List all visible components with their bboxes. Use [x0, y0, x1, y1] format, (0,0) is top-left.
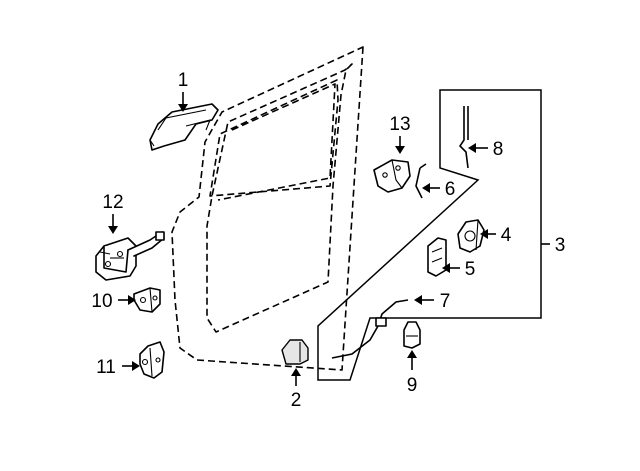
callout-12: 12 — [102, 192, 123, 213]
callout-5: 5 — [465, 259, 476, 280]
upper-hinge — [133, 287, 161, 313]
callout-3: 3 — [555, 235, 566, 256]
door-outline — [171, 46, 364, 371]
callout-9: 9 — [407, 375, 418, 396]
callout-11: 11 — [96, 357, 116, 378]
release-cable — [331, 299, 409, 359]
callout-7: 7 — [440, 291, 451, 312]
outside-handle — [149, 103, 219, 151]
door-latch — [457, 219, 485, 253]
lock-cylinder-cap — [281, 339, 309, 365]
lower-hinge — [139, 341, 165, 379]
callout-2: 2 — [291, 390, 302, 411]
callout-1: 1 — [178, 70, 189, 91]
callout-13: 13 — [389, 114, 410, 135]
lock-actuator — [427, 237, 447, 277]
inside-handle-bracket — [403, 321, 421, 349]
callout-4: 4 — [501, 225, 512, 246]
callout-labels: 1 12 10 11 2 13 6 8 4 5 7 9 3 — [91, 70, 565, 411]
callout-8: 8 — [493, 139, 504, 160]
lock-assembly-box — [317, 89, 542, 381]
striker — [373, 159, 411, 193]
leader-lines — [108, 92, 550, 386]
callout-6: 6 — [445, 179, 456, 200]
lock-rod — [458, 106, 469, 169]
callout-10: 10 — [91, 291, 112, 312]
rod-clip — [415, 163, 427, 199]
door-check — [95, 231, 165, 281]
